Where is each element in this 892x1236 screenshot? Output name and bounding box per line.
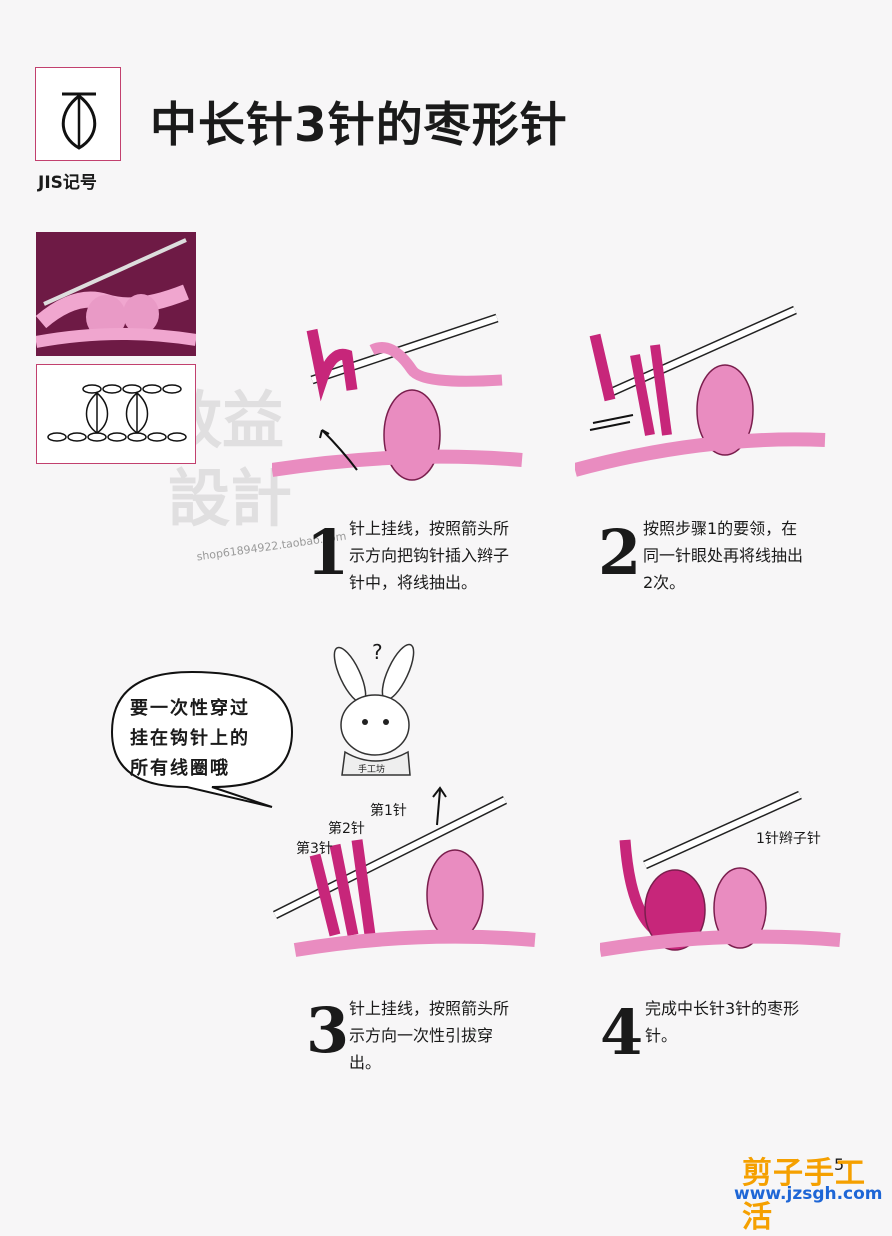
step4-number: 4: [600, 996, 644, 1069]
bubble-line1: 要一次性穿过: [130, 698, 250, 719]
step2-line1: 按照步骤1的要领，在: [643, 519, 798, 538]
stitch-chart: [36, 364, 196, 464]
page-number: 5: [834, 1155, 845, 1174]
speech-bubble-text: 要一次性穿过 挂在钩针上的 所有线圈哦: [130, 694, 280, 784]
step3-illustration: [265, 785, 550, 989]
step4-line1: 完成中长针3针的枣形: [645, 999, 800, 1018]
jis-symbol-icon: [61, 92, 97, 150]
bubble-line2: 挂在钩针上的: [130, 728, 250, 749]
mascot-question-mark: ?: [372, 640, 383, 664]
jis-symbol-box: [35, 67, 121, 161]
step3-text: 针上挂线，按照箭头所 示方向一次性引拔穿 出。: [349, 995, 509, 1076]
bubble-line3: 所有线圈哦: [130, 758, 230, 779]
step1-line3: 针中，将线抽出。: [349, 573, 478, 592]
step3-line1: 针上挂线，按照箭头所: [349, 999, 510, 1018]
step1-illustration: [270, 310, 532, 504]
label-first-stitch: 第1针: [370, 803, 407, 819]
step4-line2: 针。: [645, 1026, 678, 1045]
step2-line3: 2次。: [643, 573, 686, 592]
label-second-stitch: 第2针: [328, 821, 365, 837]
label-third-stitch: 第3针: [296, 841, 333, 857]
sample-photo: [36, 232, 196, 356]
step1-line1: 针上挂线，按照箭头所: [349, 519, 510, 538]
page-title: 中长针3针的枣形针: [150, 98, 568, 153]
mascot-shirt-text: 手工坊: [358, 765, 386, 775]
label-chain-stitch: 1针辫子针: [756, 831, 821, 847]
step3-line3: 出。: [349, 1053, 382, 1072]
step2-number: 2: [598, 516, 642, 589]
step1-number: 1: [306, 516, 350, 589]
step2-line2: 同一针眼处再将线抽出: [643, 546, 804, 565]
step2-illustration: [573, 305, 835, 499]
watermark-line2: 設計: [168, 462, 293, 535]
step2-text: 按照步骤1的要领，在 同一针眼处再将线抽出 2次。: [643, 515, 803, 596]
brand-url[interactable]: www.jzsgh.com: [734, 1184, 883, 1204]
step1-text: 针上挂线，按照箭头所 示方向把钩针插入辫子 针中，将线抽出。: [349, 515, 509, 596]
jis-label: JIS记号: [38, 173, 97, 193]
step4-illustration: [598, 790, 850, 984]
speech-bubble: [92, 662, 312, 816]
step4-text: 完成中长针3针的枣形 针。: [645, 995, 799, 1049]
step3-number: 3: [306, 994, 350, 1067]
step3-line2: 示方向一次性引拔穿: [349, 1026, 494, 1045]
step1-line2: 示方向把钩针插入辫子: [349, 546, 510, 565]
bunny-mascot: [320, 640, 430, 784]
